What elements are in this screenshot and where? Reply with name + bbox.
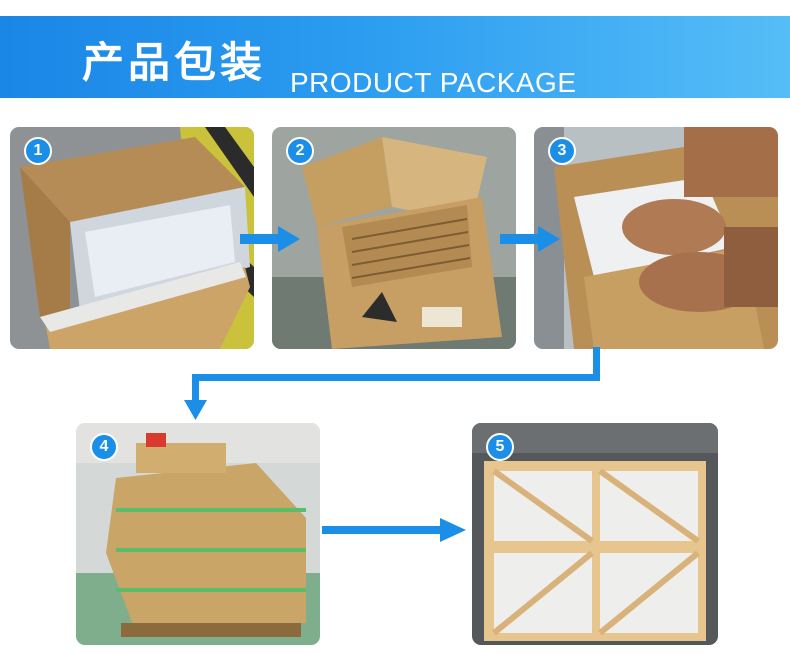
arrow-right-icon [500,226,560,252]
step-5-photo: 5 [472,423,718,645]
banner-title-english: PRODUCT PACKAGE [290,67,577,98]
step-badge-5: 5 [486,433,514,461]
step-badge-4: 4 [90,433,118,461]
foam-lined-box-photo [10,127,254,349]
boxes-on-pallet-photo [76,423,320,645]
step-badge-2: 2 [286,137,314,165]
step-4-photo: 4 [76,423,320,645]
arrow-right-icon [322,518,466,542]
step-badge-1: 1 [24,137,52,165]
boards-in-box-photo [272,127,516,349]
step-3-photo: 3 [534,127,778,349]
header-banner: 产品包装 PRODUCT PACKAGE [0,16,790,98]
banner-title-chinese: 产品包装 [82,38,267,87]
crates-in-container-photo [472,423,718,645]
elbow-arrow-down-icon [184,347,600,420]
step-2-photo: 2 [272,127,516,349]
step-1-photo: 1 [10,127,254,349]
arrow-right-icon [240,226,300,252]
hands-covering-foam-photo [534,127,778,349]
step-badge-3: 3 [548,137,576,165]
